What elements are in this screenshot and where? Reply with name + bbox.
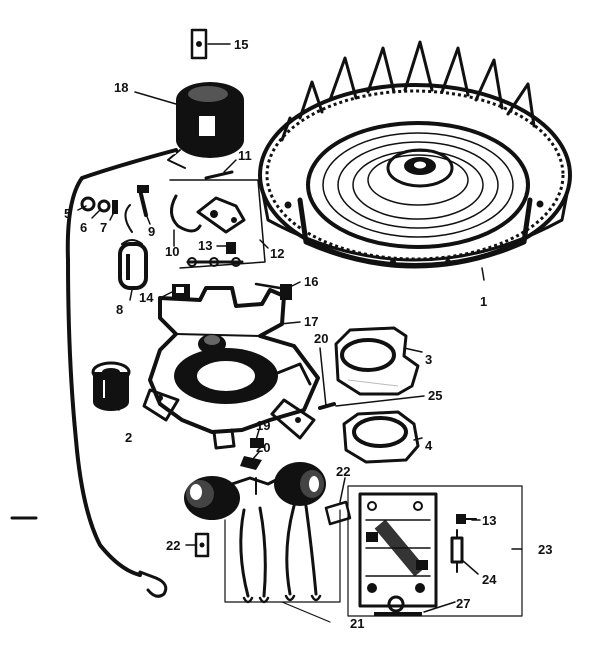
callout-20-upper: 20 [314, 331, 328, 346]
callout-20-lower: 20 [256, 440, 270, 455]
part-strip-27 [374, 612, 422, 616]
part-condenser [118, 204, 148, 290]
callout-18: 18 [114, 80, 128, 95]
callout-23: 23 [538, 542, 552, 557]
callout-13-diode: 13 [482, 513, 496, 528]
part-gasket-4 [342, 410, 420, 464]
part-generating-coils [184, 462, 341, 623]
callout-15: 15 [234, 37, 248, 52]
callout-22-right: 22 [336, 464, 350, 479]
part-clip-15 [190, 28, 208, 60]
callout-8: 8 [116, 302, 123, 317]
callout-4: 4 [425, 438, 433, 453]
part-pin-25 [318, 402, 336, 410]
callout-12: 12 [270, 246, 284, 261]
callout-9: 9 [148, 224, 155, 239]
callout-14: 14 [139, 290, 154, 305]
part-small-19-20 [240, 438, 264, 470]
part-bracket-14 [172, 284, 190, 298]
callout-numbers: 1 2 3 4 5 6 7 8 9 10 11 12 13 13 14 15 1… [64, 37, 552, 631]
part-gasket-3 [334, 326, 420, 396]
callout-7: 7 [100, 220, 107, 235]
callout-27: 27 [456, 596, 470, 611]
callout-2: 2 [125, 430, 132, 445]
leader-lines [77, 43, 523, 613]
callout-16: 16 [304, 274, 318, 289]
callout-3: 3 [425, 352, 432, 367]
callout-21: 21 [350, 616, 364, 631]
callout-22-left: 22 [166, 538, 180, 553]
part-flywheel [258, 40, 572, 269]
callout-11: 11 [238, 148, 252, 163]
part-ignition-coil [65, 82, 244, 598]
callout-1: 1 [480, 294, 487, 309]
callout-17: 17 [304, 314, 318, 329]
callout-6: 6 [80, 220, 87, 235]
part-small-hardware [80, 185, 149, 217]
part-rectifier-assembly [347, 485, 523, 617]
callout-24: 24 [482, 572, 497, 587]
callout-13-points: 13 [198, 238, 212, 253]
callout-10: 10 [165, 244, 179, 259]
callout-19: 19 [256, 418, 270, 433]
part-bushing [91, 361, 131, 411]
part-stator-plate [142, 286, 320, 450]
part-breaker-points [169, 170, 266, 269]
callout-5: 5 [64, 206, 71, 221]
callout-25: 25 [428, 388, 442, 403]
